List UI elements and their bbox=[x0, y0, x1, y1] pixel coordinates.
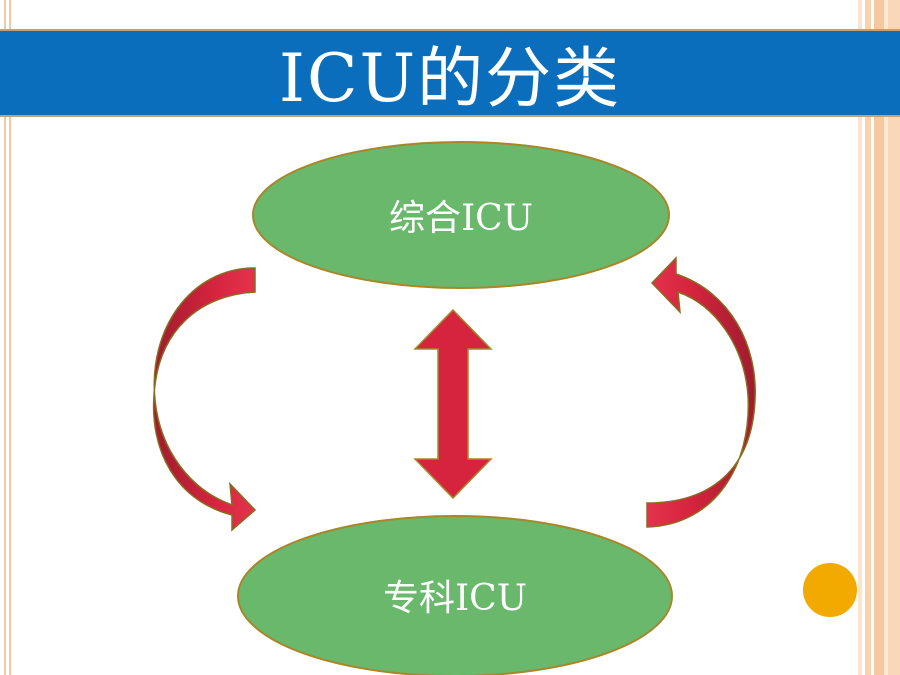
left-curved-arrow bbox=[152, 267, 257, 532]
specialty-icu-node bbox=[237, 515, 673, 675]
title-bar: ICU的分类 bbox=[0, 29, 900, 117]
general-icu-node bbox=[252, 141, 670, 289]
left-border-decoration bbox=[4, 0, 11, 675]
general-icu-label: 综合ICU bbox=[389, 198, 533, 239]
slide-title: ICU的分类 bbox=[278, 40, 622, 117]
accent-dot bbox=[803, 563, 857, 617]
right-border-decoration bbox=[858, 0, 900, 675]
double-headed-arrow bbox=[413, 308, 493, 500]
specialty-icu-label: 专科ICU bbox=[383, 578, 527, 619]
right-curved-arrow bbox=[646, 256, 756, 528]
